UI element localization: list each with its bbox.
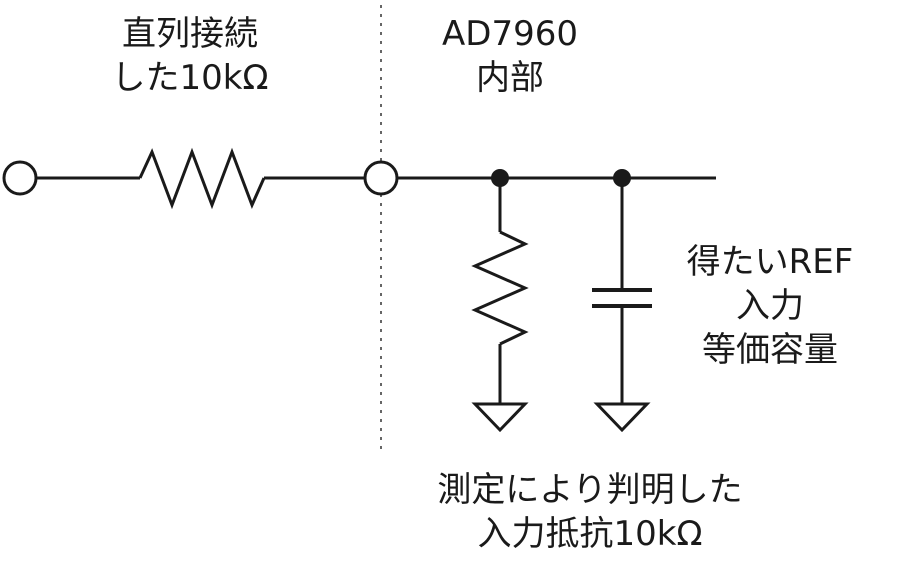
- measured-resistance-label: 測定により判明した 入力抵抗10kΩ: [380, 468, 800, 556]
- input-terminal: [2, 160, 38, 196]
- series-resistor-label-line2: した10kΩ: [111, 58, 269, 98]
- ref-pin-terminal: [363, 160, 399, 196]
- series-resistor-label: 直列接続 した10kΩ: [60, 12, 320, 100]
- series-resistor-label-line1: 直列接続: [122, 14, 258, 54]
- measured-resistance-label-line1: 測定により判明した: [437, 470, 743, 510]
- equivalent-capacitance-label-line2: 入力: [736, 286, 804, 326]
- adc-internal-label-line1: AD7960: [442, 14, 578, 54]
- shunt-resistor: [471, 230, 529, 346]
- equivalent-capacitance-label-line3: 等価容量: [702, 330, 838, 370]
- adc-internal-label: AD7960 内部: [390, 12, 630, 100]
- series-resistor: [138, 147, 266, 210]
- equivalent-capacitance-label: 得たいREF 入力 等価容量: [640, 240, 900, 372]
- measured-resistance-label-line2: 入力抵抗10kΩ: [477, 514, 703, 554]
- adc-internal-label-line2: 内部: [476, 58, 544, 98]
- ground-symbol-capacitor: [593, 402, 651, 433]
- equivalent-capacitance-label-line1: 得たいREF: [686, 242, 854, 282]
- ground-symbol-resistor: [471, 402, 529, 433]
